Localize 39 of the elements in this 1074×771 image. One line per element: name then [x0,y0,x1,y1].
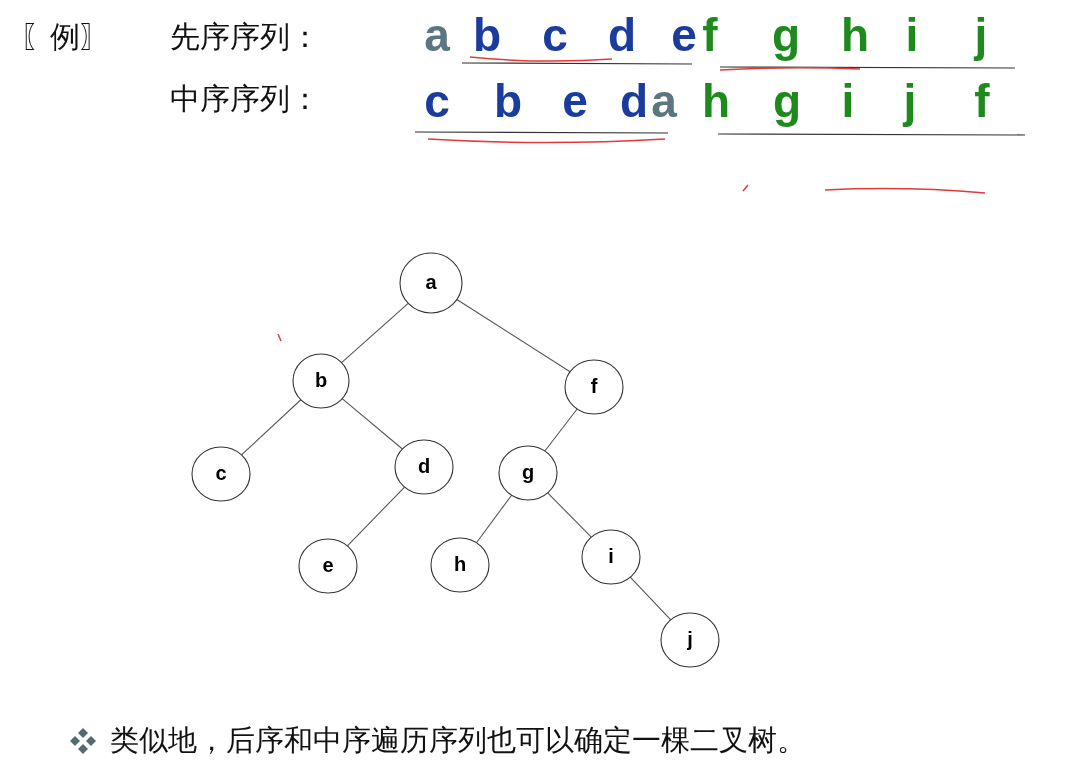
sequence-letter: d [619,78,649,124]
tree-edge [544,408,578,452]
tree-edge [346,486,406,547]
tree-node: h [430,537,490,593]
note-text: 类似地，后序和中序遍历序列也可以确定一棵二叉树。 [110,726,806,755]
tree-node: d [394,439,454,495]
tree-node: e [298,538,358,594]
sequence-letter: i [905,12,919,58]
row-label: 中序序列： [170,84,320,114]
tree-edge [547,492,592,538]
tree-node: i [581,529,641,585]
sequence-letter: e [562,78,588,124]
sequence-letter: d [607,12,637,58]
sequence-letter: h [701,78,731,124]
tree-edge [341,398,403,450]
tree-node: a [399,252,463,314]
sequence-letter: b [472,12,502,58]
tree-node: f [564,359,624,415]
tree-edge [456,298,571,373]
tree-node: g [498,445,558,501]
tree-edge [341,302,409,364]
sequence-letter: f [974,78,990,124]
tree-edge [629,576,672,621]
sequence-letter: h [840,12,870,58]
sequence-letter: c [424,78,450,124]
tree-node: b [292,353,350,409]
sequence-letter: a [651,78,677,124]
sequence-letter: c [542,12,568,58]
sequence-letter: i [841,78,855,124]
row-label: 先序序列： [170,22,320,52]
example-tag: 〖例〗 [20,22,110,52]
tree-node: c [191,446,251,502]
sequence-letter: b [493,78,523,124]
tree-node: j [660,612,720,668]
sequence-letter: a [424,12,450,58]
sequence-letter: f [702,12,718,58]
sequence-letter: e [671,12,697,58]
tree-edge [475,494,513,544]
tree-edge [240,399,302,456]
